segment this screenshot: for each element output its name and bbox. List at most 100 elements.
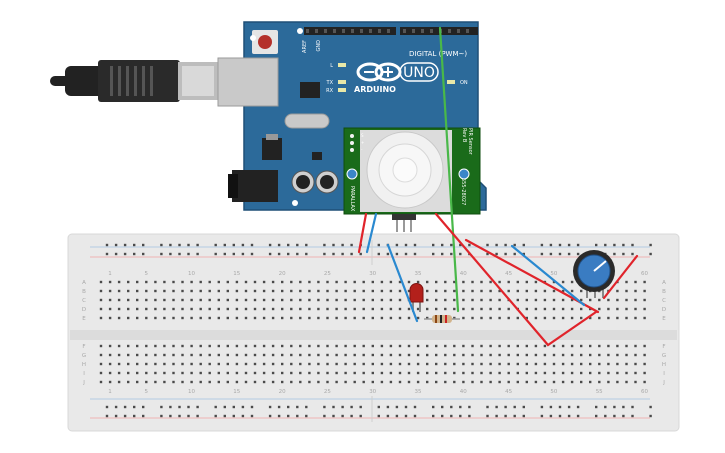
- breadboard-hole: [389, 307, 393, 311]
- breadboard-hole: [281, 298, 284, 302]
- row-label: D: [662, 307, 666, 313]
- breadboard-hole: [413, 405, 417, 409]
- breadboard-hole: [616, 380, 619, 384]
- breadboard-hole: [634, 353, 637, 357]
- breadboard-hole: [262, 307, 266, 311]
- pir-pin-label-minus: -: [361, 147, 363, 152]
- breadboard-hole: [133, 405, 136, 409]
- breadboard-hole: [507, 280, 510, 284]
- breadboard-hole: [281, 307, 284, 311]
- breadboard-hole: [604, 243, 607, 247]
- breadboard-hole: [631, 252, 634, 256]
- pir-motion-sensor: S + - PARALLAX PIR Sensor Rev B 555-2802…: [343, 127, 481, 232]
- breadboard-hole: [407, 307, 411, 311]
- breadboard-hole: [444, 298, 447, 302]
- breadboard-hole: [386, 252, 390, 256]
- breadboard-hole: [277, 243, 281, 247]
- breadboard-hole: [290, 289, 293, 293]
- breadboard-hole: [190, 380, 193, 384]
- breadboard-hole: [154, 362, 157, 366]
- breadboard-hole: [296, 243, 299, 247]
- breadboard-hole: [172, 280, 175, 284]
- breadboard-hole: [398, 307, 402, 311]
- breadboard-hole: [250, 252, 254, 256]
- breadboard-hole: [145, 316, 148, 320]
- breadboard-hole: [332, 252, 335, 256]
- breadboard-hole: [507, 316, 510, 320]
- breadboard-hole: [217, 344, 220, 348]
- breadboard-hole: [389, 371, 393, 375]
- breadboard-hole: [561, 307, 565, 311]
- breadboard-hole: [172, 316, 175, 320]
- breadboard-hole: [142, 405, 145, 409]
- breadboard-hole: [281, 289, 284, 293]
- breadboard-hole: [525, 362, 528, 366]
- breadboard-hole: [136, 289, 139, 293]
- breadboard-hole: [622, 414, 625, 418]
- breadboard-hole: [114, 243, 118, 247]
- breadboard-hole: [353, 289, 356, 293]
- breadboard-hole: [513, 252, 516, 256]
- breadboard-hole: [643, 307, 646, 311]
- breadboard-hole: [480, 316, 483, 320]
- breadboard-hole: [407, 280, 411, 284]
- breadboard-hole: [290, 316, 293, 320]
- breadboard-hole: [196, 405, 199, 409]
- breadboard-hole: [549, 405, 553, 409]
- breadboard-hole: [105, 243, 109, 247]
- breadboard-hole: [317, 371, 320, 375]
- breadboard-hole: [380, 289, 384, 293]
- breadboard-hole: [525, 280, 528, 284]
- breadboard-hole: [362, 316, 365, 320]
- breadboard-hole: [142, 414, 145, 418]
- breadboard-hole: [480, 344, 483, 348]
- breadboard-hole: [190, 289, 193, 293]
- breadboard-hole: [299, 316, 302, 320]
- row-label: B: [82, 289, 86, 295]
- breadboard-hole: [163, 380, 166, 384]
- breadboard-hole: [127, 289, 130, 293]
- breadboard-hole: [426, 380, 429, 384]
- breadboard-hole: [178, 252, 181, 256]
- breadboard-hole: [561, 280, 565, 284]
- breadboard-hole: [607, 353, 610, 357]
- breadboard-hole: [323, 405, 326, 409]
- breadboard-hole: [444, 371, 447, 375]
- breadboard-hole: [570, 289, 574, 293]
- breadboard-hole: [543, 344, 547, 348]
- breadboard-hole: [552, 280, 556, 284]
- breadboard-hole: [235, 307, 239, 311]
- breadboard-hole: [513, 414, 516, 418]
- breadboard-holes: [99, 243, 652, 418]
- breadboard-hole: [471, 280, 474, 284]
- breadboard-hole: [416, 316, 420, 320]
- breadboard-hole: [525, 298, 528, 302]
- breadboard-hole: [181, 371, 184, 375]
- breadboard-hole: [522, 405, 525, 409]
- breadboard-hole: [643, 380, 646, 384]
- breadboard-hole: [598, 298, 601, 302]
- breadboard-hole: [453, 298, 456, 302]
- breadboard-hole: [317, 344, 320, 348]
- breadboard-hole: [308, 380, 311, 384]
- breadboard-hole: [561, 371, 565, 375]
- breadboard-hole: [543, 316, 547, 320]
- breadboard-hole: [480, 371, 483, 375]
- breadboard-hole: [432, 252, 435, 256]
- breadboard-hole: [471, 353, 474, 357]
- breadboard-hole: [108, 344, 112, 348]
- breadboard-hole: [281, 316, 284, 320]
- breadboard-hole: [525, 289, 528, 293]
- column-label: 30: [369, 389, 376, 395]
- breadboard-hole: [389, 298, 393, 302]
- breadboard-hole: [326, 371, 329, 375]
- breadboard-hole: [634, 362, 637, 366]
- row-label: E: [82, 316, 86, 322]
- breadboard-hole: [362, 353, 365, 357]
- breadboard-hole: [290, 353, 293, 357]
- breadboard-hole: [649, 405, 652, 409]
- breadboard-hole: [108, 371, 112, 375]
- breadboard-hole: [516, 362, 519, 366]
- breadboard-hole: [444, 362, 447, 366]
- breadboard-hole: [187, 414, 190, 418]
